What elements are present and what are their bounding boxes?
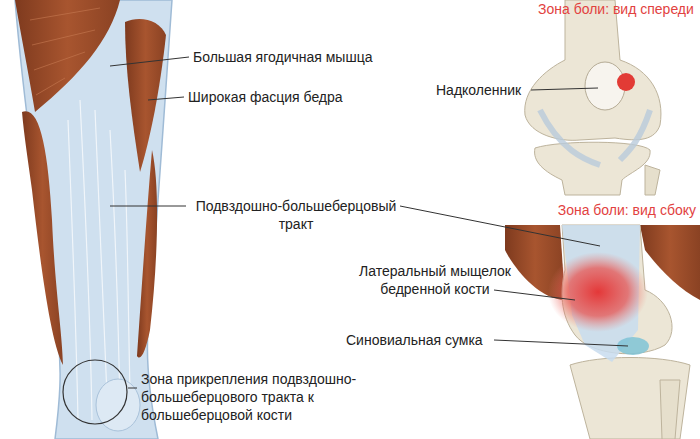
part-label: Латеральный мыщелок бедренной кости [340,262,530,298]
knee-side-illustration [505,225,700,439]
part-label: Надколенник [436,81,521,99]
view-title: Зона боли: вид сбоку [558,201,696,219]
view-title: Зона боли: вид спереди [538,0,694,18]
leader-lines [110,57,628,388]
part-label: Подвздошно-большеберцовый тракт [190,197,402,233]
part-label: Зона прикрепления подвздошно-большеберцо… [141,370,363,424]
part-label: Большая ягодичная мышца [193,48,372,66]
part-label: Широкая фасция бедра [188,88,343,106]
part-label: Синовиальная сумка [346,331,483,349]
knee-front-illustration [525,0,661,195]
